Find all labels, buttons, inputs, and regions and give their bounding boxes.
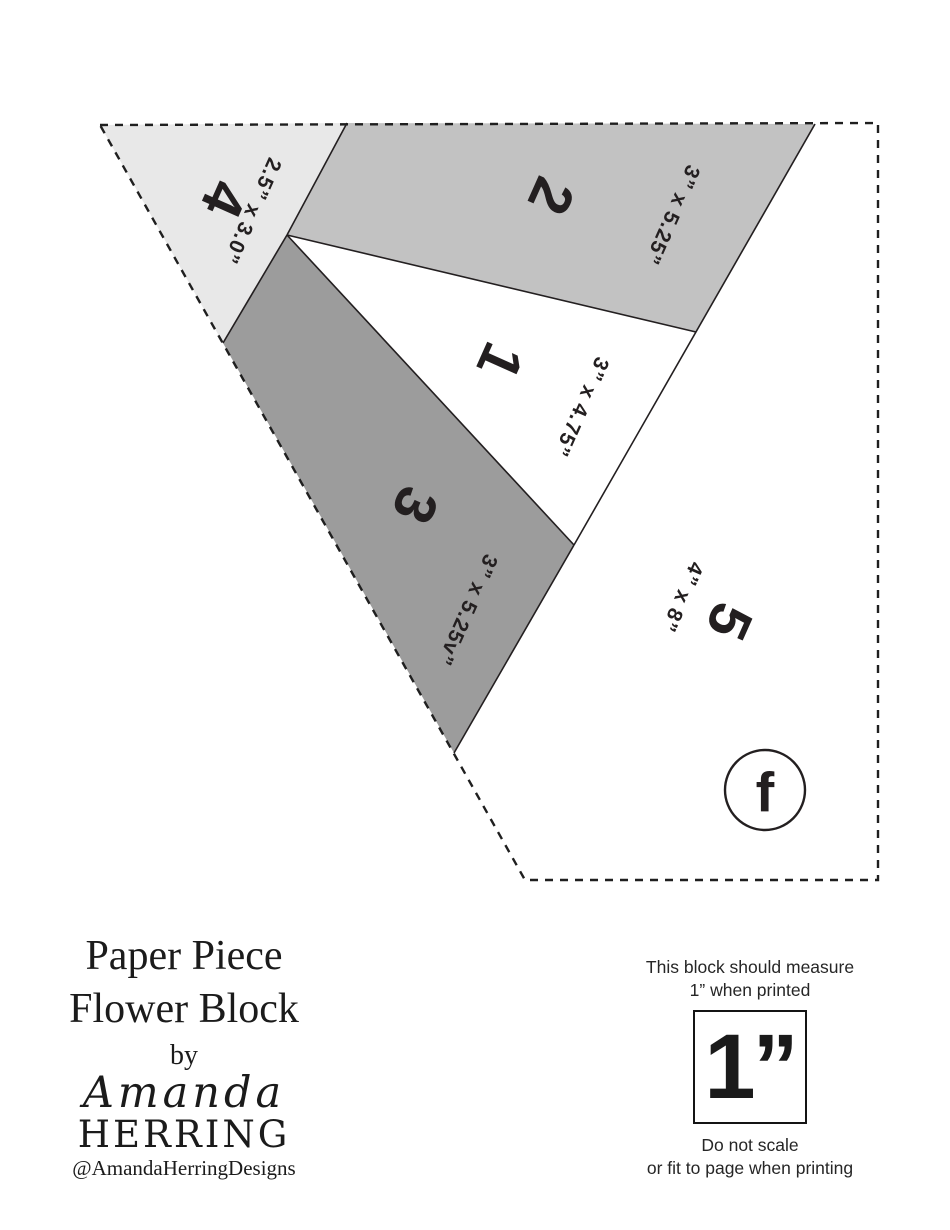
measure-note-line-1: This block should measure: [645, 957, 855, 977]
cutting-line-outline: [97, 121, 880, 882]
scale-note-line-2: or fit to page when printing: [646, 1158, 854, 1178]
seam-line-4-2: [286, 122, 348, 236]
piece-5-number: 5: [693, 593, 766, 649]
one-inch-label: 1”: [704, 1016, 798, 1118]
block-diagram: 4 2 1 3 5 2.5” x 3.0” 3” x 5.25” 3” x 4.…: [97, 121, 880, 882]
measure-note-line-2: 1” when printed: [689, 980, 811, 1000]
one-inch-test-square: 1”: [693, 1010, 807, 1124]
piece-3-region: [223, 235, 574, 753]
piece-1-size-label: 3” x 4.75”: [549, 353, 613, 460]
scale-note-line-1: Do not scale: [701, 1135, 799, 1155]
f-badge-circle: [723, 748, 807, 832]
f-badge-letter: f: [756, 761, 775, 824]
f-badge: f: [723, 748, 807, 832]
piece-1-number: 1: [464, 333, 537, 389]
piece-4-region: [100, 123, 347, 343]
seam-line-1-3: [286, 234, 575, 546]
title-block: Paper Piece Flower Block by Amanda HERRI…: [38, 930, 330, 1181]
designer-surname: HERRING: [77, 1113, 291, 1156]
seam-line-right-long: [573, 123, 816, 546]
seam-line-3-5: [453, 544, 575, 754]
designer-first-name-script: Amanda: [82, 1068, 286, 1118]
seam-line-4-3: [222, 234, 288, 344]
seam-line-2-1: [286, 234, 697, 333]
piece-2-region: [287, 123, 815, 332]
print-calibration-note: This block should measure 1” when printe…: [618, 956, 882, 1180]
pattern-title-line-1: Paper Piece: [85, 933, 283, 979]
byline: by: [170, 1040, 198, 1071]
pattern-title-line-2: Flower Block: [69, 986, 299, 1032]
designer-handle: @AmandaHerringDesigns: [72, 1156, 296, 1180]
